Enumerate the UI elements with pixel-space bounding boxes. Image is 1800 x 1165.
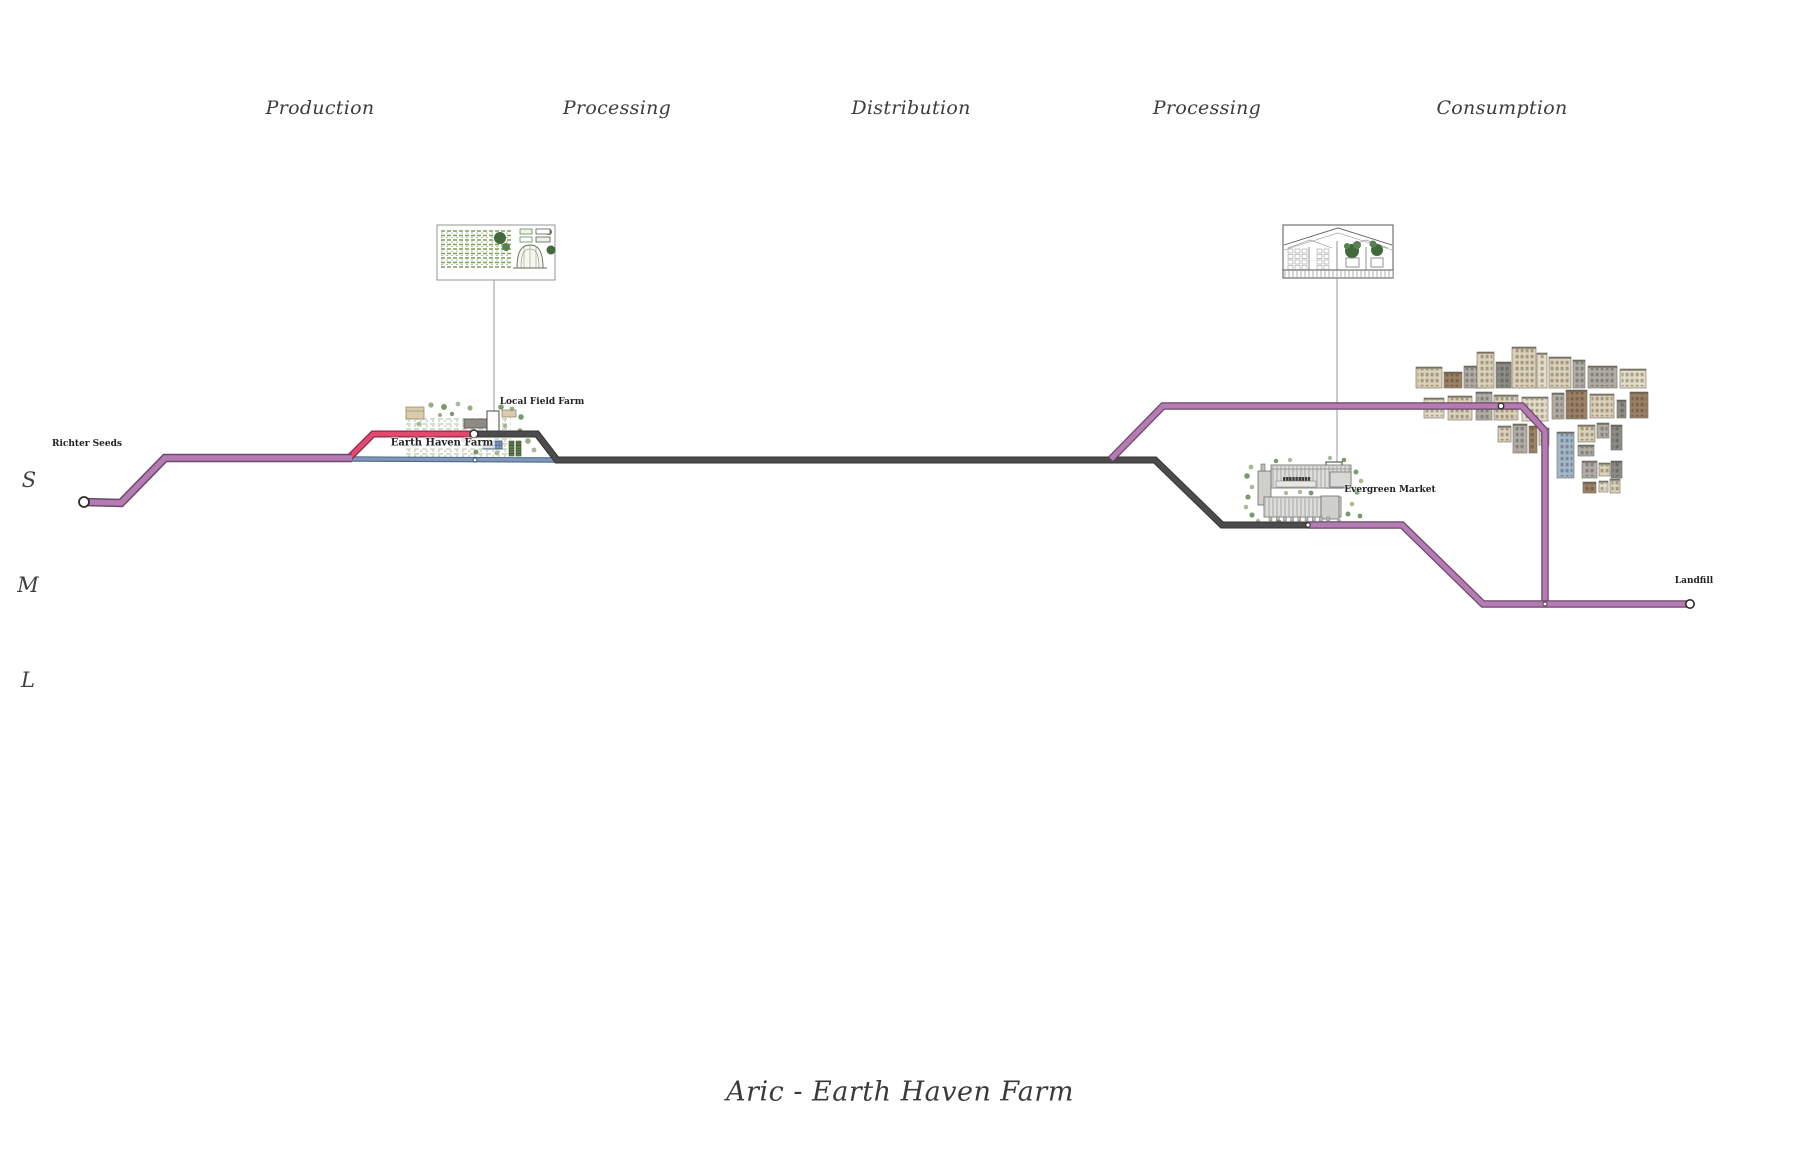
diagram-title: Aric - Earth Haven Farm [726, 1076, 1074, 1108]
scale-label-m: M [17, 573, 39, 597]
building [1528, 425, 1538, 454]
node-landfill-end [1685, 598, 1696, 609]
column-label-processing-2: Processing [1152, 97, 1262, 119]
building [1511, 346, 1537, 389]
building [1610, 460, 1623, 479]
building [1581, 460, 1598, 479]
column-label-production: Production [265, 97, 375, 119]
byproduct-line [348, 456, 558, 463]
label-landfill: Landfill [1674, 576, 1714, 586]
building [1577, 424, 1596, 443]
building [1512, 423, 1528, 454]
building [1596, 422, 1610, 439]
column-label-distribution: Distribution [851, 97, 971, 119]
waste-line [1308, 521, 1690, 608]
node-richter-seeds-start [78, 496, 90, 508]
building [1587, 365, 1618, 389]
building [1548, 356, 1572, 389]
building [1609, 478, 1621, 494]
retail-line [1108, 402, 1549, 604]
label-local-field-farm: Local Field Farm [499, 397, 585, 407]
label-earth-haven-farm: Earth Haven Farm [388, 437, 496, 449]
scale-label-s: S [21, 468, 37, 492]
column-label-consumption: Consumption [1436, 97, 1568, 119]
column-label-processing-1: Processing [562, 97, 672, 119]
label-richter-seeds: Richter Seeds [52, 439, 122, 449]
node-byproduct-end [472, 457, 478, 463]
building [1443, 371, 1463, 389]
building [1551, 392, 1565, 420]
flow-nodes [78, 402, 1696, 609]
city-illustration [1415, 346, 1649, 494]
node-waste-junction [1542, 601, 1548, 607]
greenhouse-callout-illustration [1282, 224, 1394, 489]
building [1565, 389, 1588, 420]
building [1629, 391, 1649, 419]
building [1616, 399, 1627, 419]
building [1536, 352, 1548, 389]
building [1589, 393, 1615, 419]
distribution-line [474, 430, 1308, 529]
building [1582, 481, 1597, 494]
building [1497, 425, 1512, 443]
building [1577, 444, 1595, 457]
evergreen-market-illustration [1243, 455, 1364, 527]
label-evergreen-market: Evergreen Market [1344, 485, 1436, 495]
building [1556, 431, 1575, 479]
building [1598, 480, 1609, 493]
farm-callout-illustration [436, 224, 556, 411]
building [1598, 462, 1611, 477]
seed-supply-line [83, 453, 352, 508]
building [1495, 361, 1512, 389]
building [1572, 359, 1586, 389]
building [1415, 366, 1443, 389]
node-market-junction [1305, 522, 1311, 528]
building [1610, 424, 1623, 451]
scale-label-l: L [21, 668, 35, 692]
building [1476, 351, 1495, 389]
farm-output-line [346, 430, 474, 461]
building [1619, 368, 1647, 389]
node-city-stop [1497, 402, 1505, 410]
